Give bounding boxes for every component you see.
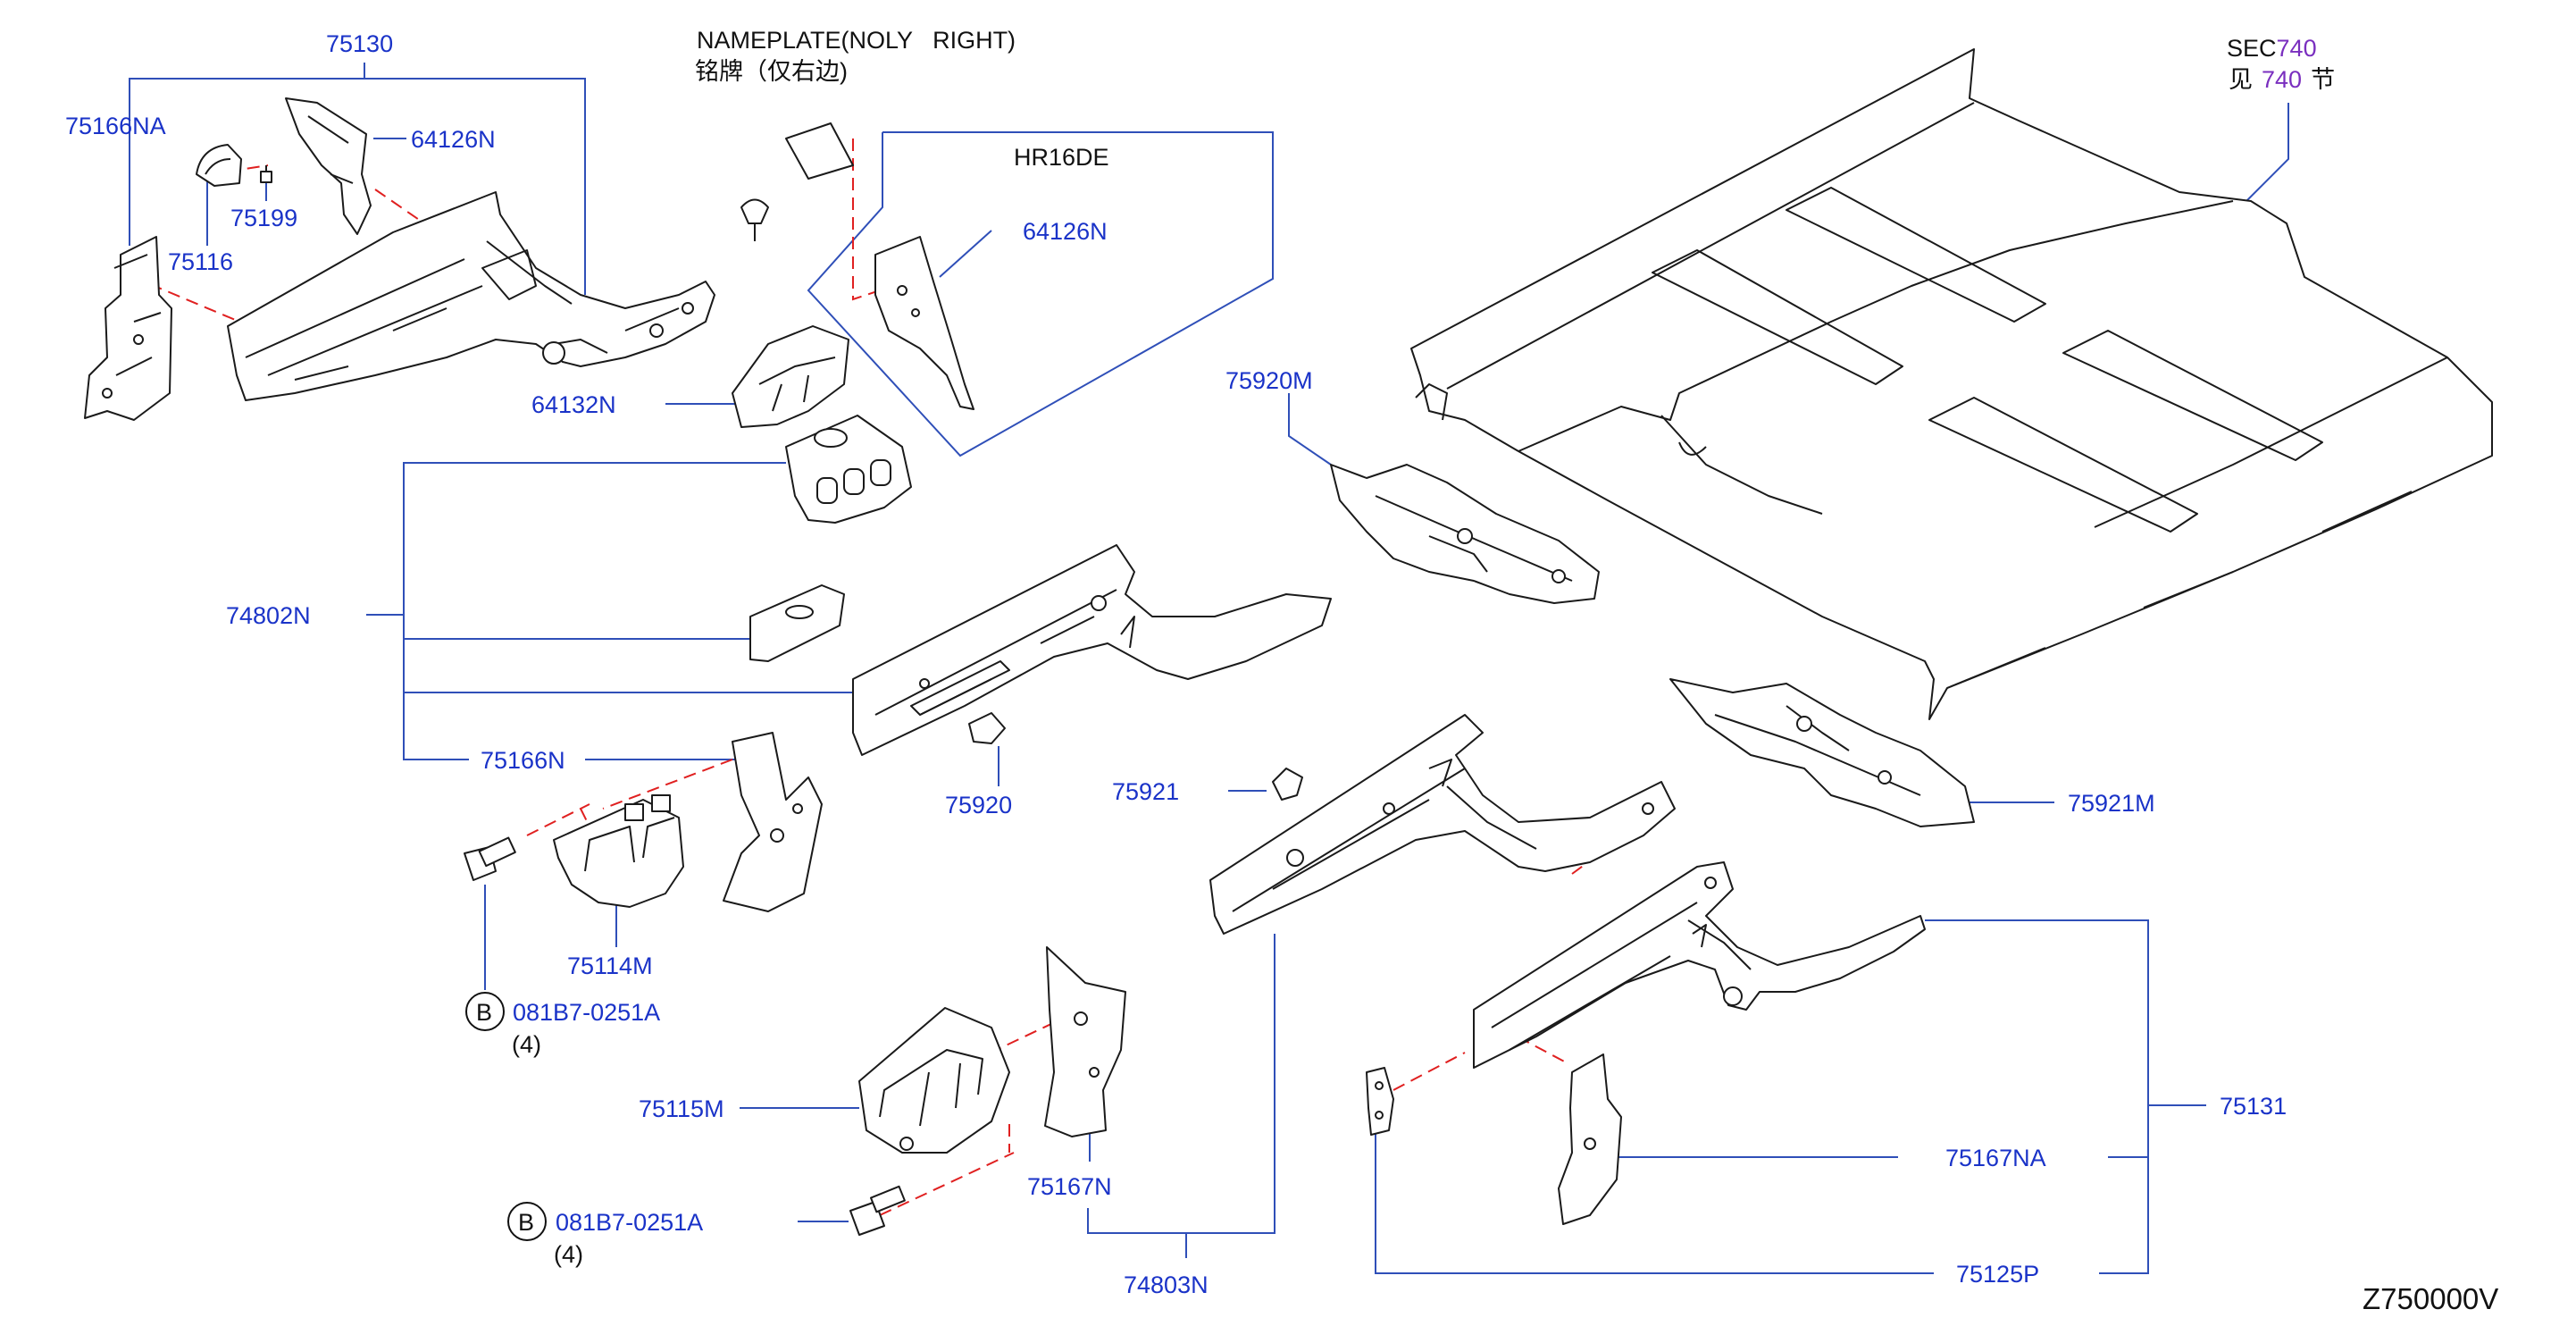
- part-label-75125P: 75125P: [1956, 1261, 2039, 1288]
- part-74802N-bracket-drawing: [749, 584, 845, 662]
- bolt-qty: (4): [512, 1031, 541, 1058]
- part-label-75167NA: 75167NA: [1945, 1145, 2046, 1171]
- part-label-64126N-top: 64126N: [411, 126, 496, 153]
- part-clip-drawing: [740, 198, 769, 241]
- nameplate-drawing: [785, 122, 854, 180]
- bolt-code: 081B7-0251A: [556, 1209, 703, 1236]
- bolt-marker-letter: B: [476, 999, 492, 1026]
- bolt-1-drawing: [464, 836, 516, 881]
- bolt-callout-1: B 081B7-0251A (4): [465, 992, 660, 1058]
- part-label-75920: 75920: [945, 792, 1012, 818]
- bolt-2-drawing: [849, 1185, 906, 1236]
- part-75199-drawing: [260, 165, 272, 183]
- part-74803N-drawing: [1209, 714, 1676, 935]
- part-75130-drawing: [227, 191, 715, 401]
- part-label-75199: 75199: [230, 205, 297, 231]
- bolt-marker-letter: B: [518, 1209, 534, 1236]
- part-label-75130: 75130: [326, 30, 393, 57]
- part-75921M-drawing: [1669, 678, 1975, 827]
- engine-variant-label: HR16DE: [1014, 144, 1109, 171]
- nameplate-cn-label: 铭牌（仅右边): [695, 58, 848, 85]
- part-75167N-drawing: [1044, 946, 1126, 1137]
- part-label-75166NA: 75166NA: [65, 113, 166, 139]
- part-drawings: [84, 48, 2493, 1236]
- part-75131-drawing: [1473, 861, 1926, 1069]
- labels: NAMEPLATE(NOLY RIGHT) 铭牌（仅右边) HR16DE SEC…: [65, 27, 2498, 1315]
- part-label-64126N-box: 64126N: [1023, 218, 1108, 245]
- part-64126N-top-drawing: [285, 97, 372, 235]
- part-label-75116: 75116: [168, 248, 233, 275]
- bolt-callout-2: B 081B7-0251A (4): [507, 1202, 703, 1268]
- sec-reference-label: SEC740: [2227, 35, 2317, 62]
- part-75115M-drawing: [858, 1007, 1010, 1154]
- bolt-marker-circle: [465, 992, 505, 1031]
- part-label-75115M: 75115M: [639, 1095, 724, 1122]
- part-label-75921M: 75921M: [2068, 790, 2155, 817]
- part-64132N-drawing: [732, 325, 849, 428]
- assembly-dash-lines: [149, 138, 1662, 1216]
- part-75114M-drawing: [553, 794, 684, 908]
- part-75920-drawing: [968, 712, 1006, 744]
- part-label-75920M: 75920M: [1225, 367, 1313, 394]
- part-label-75167N: 75167N: [1027, 1173, 1112, 1200]
- floor-panel-drawing: [1410, 48, 2493, 720]
- bolt-qty: (4): [554, 1241, 583, 1268]
- part-label-74802N: 74802N: [226, 602, 311, 629]
- part-64126N-box-drawing: [874, 236, 974, 410]
- part-label-75131: 75131: [2220, 1093, 2287, 1120]
- part-label-74803N: 74803N: [1124, 1271, 1209, 1298]
- bolt-code: 081B7-0251A: [513, 999, 660, 1026]
- part-75166N-drawing: [723, 732, 823, 912]
- part-label-75921: 75921: [1112, 778, 1179, 805]
- part-75921-drawing: [1272, 768, 1303, 801]
- part-75920M-drawing: [1330, 464, 1600, 604]
- diagram-code: Z750000V: [2363, 1282, 2498, 1315]
- part-75125P-drawing: [1366, 1067, 1394, 1136]
- part-label-64132N: 64132N: [531, 391, 616, 418]
- nameplate-label: NAMEPLATE(NOLY RIGHT): [697, 27, 1016, 54]
- part-75166NA-drawing: [84, 236, 172, 421]
- part-75116-drawing: [196, 144, 242, 187]
- part-74802N-rail-drawing: [852, 544, 1332, 756]
- part-label-75166N: 75166N: [481, 747, 565, 774]
- part-74802N-box-drawing: [785, 415, 912, 524]
- part-label-75114M: 75114M: [567, 953, 653, 979]
- part-75167NA-drawing: [1558, 1053, 1622, 1225]
- bolt-marker-circle: [507, 1202, 547, 1241]
